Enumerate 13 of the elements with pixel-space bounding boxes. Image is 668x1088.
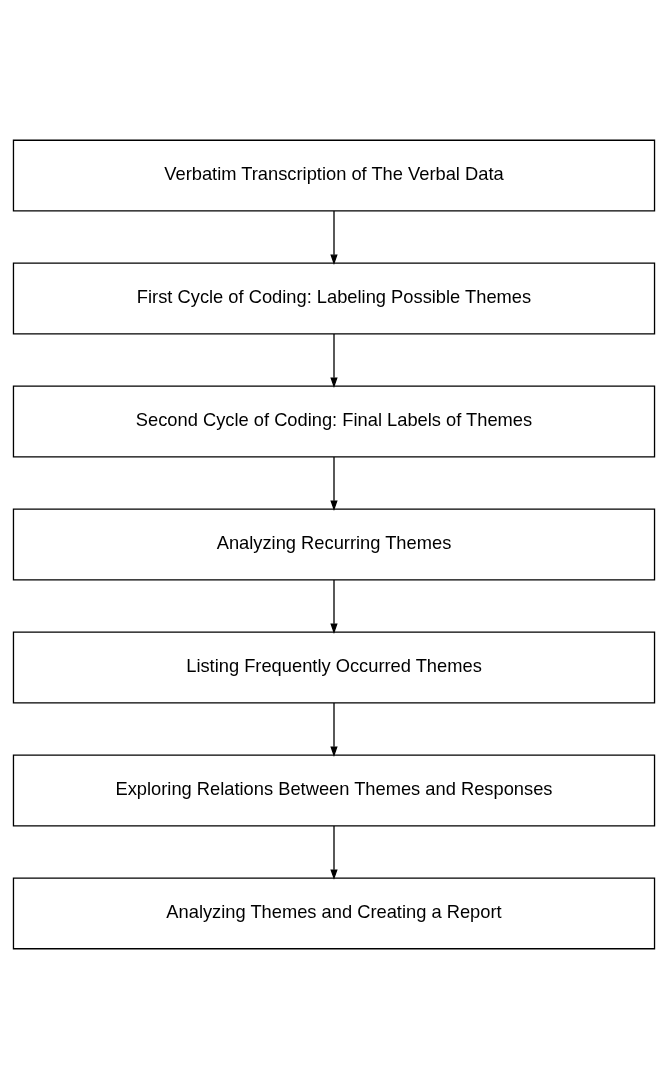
arrow	[330, 824, 338, 880]
node-box: Exploring Relations Between Themes and Responses	[12, 754, 656, 826]
arrow	[330, 455, 338, 511]
node-box: Second Cycle of Coding: Final Labels of Themes	[12, 385, 656, 457]
node-box: First Cycle of Coding: Labeling Possible Themes	[12, 262, 656, 334]
arrow	[330, 332, 338, 388]
node-box: Verbatim Transcription of The Verbal Data	[12, 139, 656, 212]
node-box: Listing Frequently Occurred Themes	[12, 631, 656, 703]
arrow	[330, 578, 338, 634]
arrow	[330, 209, 338, 265]
arrow	[330, 701, 338, 757]
node-box: Analyzing Themes and Creating a Report	[12, 876, 656, 949]
node-box: Analyzing Recurring Themes	[12, 508, 656, 580]
